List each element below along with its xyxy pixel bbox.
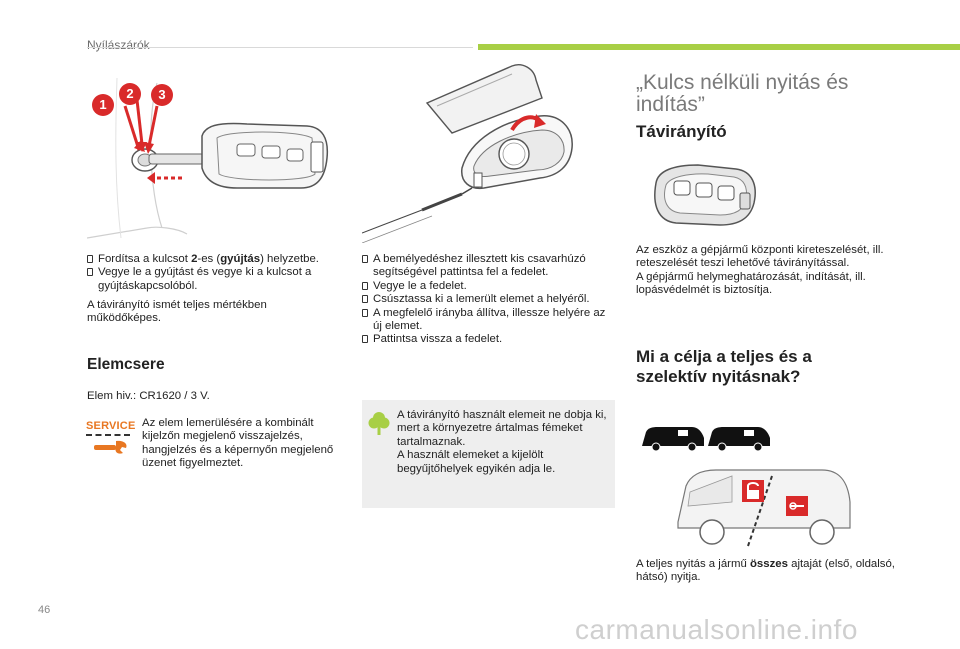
page-title: „Kulcs nélküli nyitás és indítás” [636, 71, 849, 116]
header-divider [87, 47, 473, 48]
header-accent-bar [478, 44, 960, 50]
purpose-heading: Mi a célja a teljes és a szelektív nyitá… [636, 347, 812, 386]
callout-2: 2 [119, 83, 141, 105]
middle-steps: A bemélyedéshez illesztett kis csavarhúz… [362, 253, 612, 347]
left-step-2: Vegye le a gyújtást és vegye ki a kulcso… [87, 266, 345, 293]
watermark: carmanualsonline.info [575, 614, 858, 645]
battery-heading: Elemcsere [87, 356, 165, 373]
remote-description: Az eszköz a gépjármű központi kireteszel… [636, 244, 884, 297]
remote-heading: Távirányító [636, 122, 727, 141]
left-step-1: Fordítsa a kulcsot 2-es (gyújtás) helyze… [87, 253, 345, 266]
middle-step-4: A megfelelő irányba állítva, illessze he… [362, 307, 612, 334]
callout-3: 3 [151, 84, 173, 106]
remote-battery-illustration [361, 58, 584, 244]
battery-spec: Elem hiv.: CR1620 / 3 V. [87, 390, 210, 402]
van-silhouettes [640, 424, 775, 454]
page-number: 46 [38, 604, 51, 616]
middle-step-2: Vegye le a fedelet. [362, 280, 612, 293]
service-warning-text: Az elem lemerülésére a kombinált kijelző… [142, 417, 334, 470]
middle-step-5: Pattintsa vissza a fedelet. [362, 333, 612, 346]
remote-key-image [648, 153, 758, 235]
left-para: A távirányító ismét teljes mértékben műk… [87, 299, 267, 325]
ignition-key-illustration: 1 2 3 [86, 77, 342, 243]
tree-icon [368, 412, 390, 435]
service-wrench-icon: SERVICE [86, 420, 135, 460]
full-open-text: A teljes nyitás a jármű összes ajtaját (… [636, 558, 895, 584]
callout-1: 1 [92, 94, 114, 116]
eco-text: A távirányító használt elemeit ne dobja … [397, 409, 607, 475]
middle-step-3: Csúsztassa ki a lemerült elemet a helyér… [362, 293, 612, 306]
section-label: Nyílászárók [87, 38, 150, 52]
van-unlock-illustration [672, 462, 854, 552]
eco-info-box: A távirányító használt elemeit ne dobja … [362, 400, 615, 508]
middle-step-1: A bemélyedéshez illesztett kis csavarhúz… [362, 253, 612, 280]
left-steps: Fordítsa a kulcsot 2-es (gyújtás) helyze… [87, 253, 345, 293]
